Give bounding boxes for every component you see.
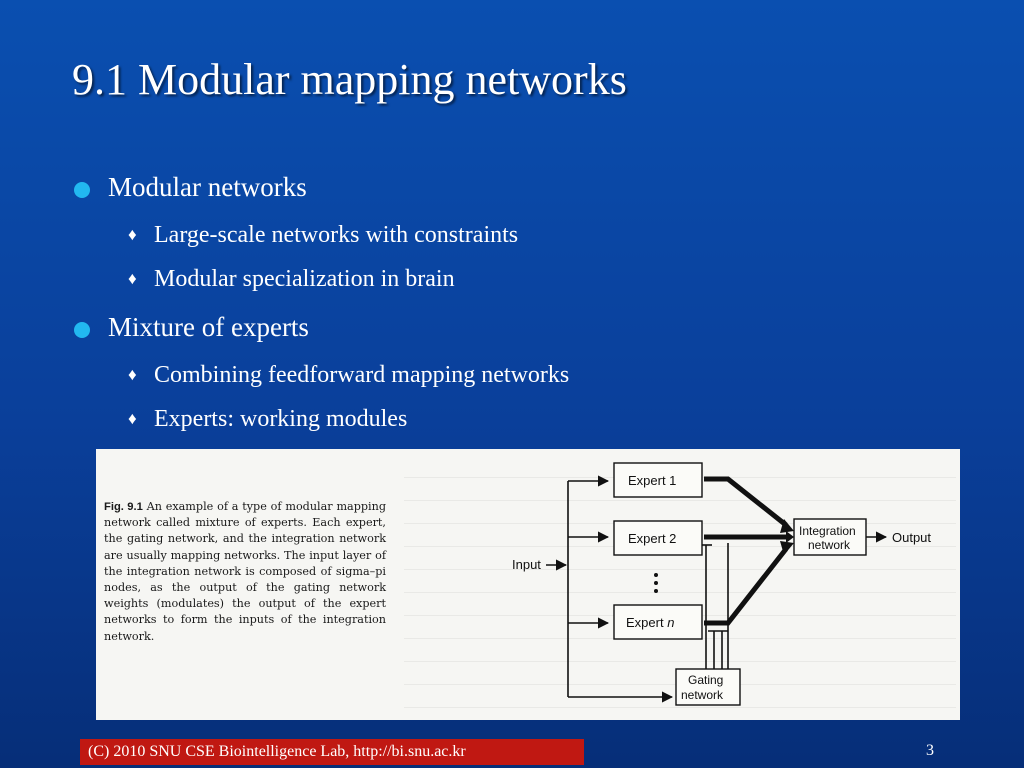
expert1-output-arrow — [704, 476, 788, 527]
ellipsis-dot — [653, 581, 658, 586]
sub-bullet-text: Experts: working modules — [154, 406, 408, 432]
diamond-bullet-icon: ♦ — [128, 365, 137, 384]
bullet-text: Modular networks — [108, 172, 307, 202]
expertn-output-arrow — [704, 547, 788, 626]
diamond-bullet-icon: ♦ — [128, 409, 137, 428]
figure-label: Fig. 9.1 — [104, 501, 143, 513]
mixture-of-experts-diagram: Input Expert 1 Expert 2 Expert n Integra… — [512, 462, 931, 706]
expert2-label: Expert 2 — [628, 531, 676, 546]
figure-scan: Fig. 9.1 An example of a type of modular… — [96, 449, 960, 720]
expert1-box — [613, 462, 703, 498]
ellipsis-dot — [653, 573, 658, 578]
page-number: 3 — [926, 742, 934, 759]
expertn-label: Expert n — [626, 615, 674, 630]
gating-network-box — [675, 668, 741, 706]
sub-bullet-text: Modular specialization in brain — [154, 266, 455, 292]
ellipsis-dot — [653, 589, 658, 594]
figure-caption: Fig. 9.1 An example of a type of modular… — [104, 499, 386, 645]
gating-label-line1: Gating — [688, 673, 723, 687]
bullet-dot-icon — [74, 182, 90, 198]
sub-bullet-text: Combining feedforward mapping networks — [154, 362, 570, 388]
gating-label-line2: network — [681, 688, 724, 702]
caption-text: An example of a type of modular mapping … — [104, 500, 386, 643]
expert1-label: Expert 1 — [628, 473, 676, 488]
integration-label-line2: network — [808, 538, 851, 552]
sub-bullet-text: Large-scale networks with constraints — [154, 222, 519, 248]
bullet-dot-icon — [74, 322, 90, 338]
expertn-box — [613, 604, 703, 640]
thick-arrow-head — [786, 531, 794, 543]
expert2-box — [613, 520, 703, 556]
integration-network-box — [793, 518, 867, 556]
bullet-text: Mixture of experts — [108, 312, 309, 342]
footer-banner: (C) 2010 SNU CSE Biointelligence Lab, ht… — [80, 739, 584, 765]
input-label: Input — [512, 557, 541, 572]
thick-arrow-head — [780, 519, 794, 533]
slide-title: 9.1 Modular mapping networks — [72, 55, 627, 104]
diamond-bullet-icon: ♦ — [128, 269, 137, 288]
thick-arrow-head — [780, 541, 794, 555]
output-label: Output — [892, 530, 931, 545]
footer-text: (C) 2010 SNU CSE Biointelligence Lab, ht… — [88, 743, 466, 760]
diamond-bullet-icon: ♦ — [128, 225, 137, 244]
integration-label-line1: Integration — [799, 524, 856, 538]
